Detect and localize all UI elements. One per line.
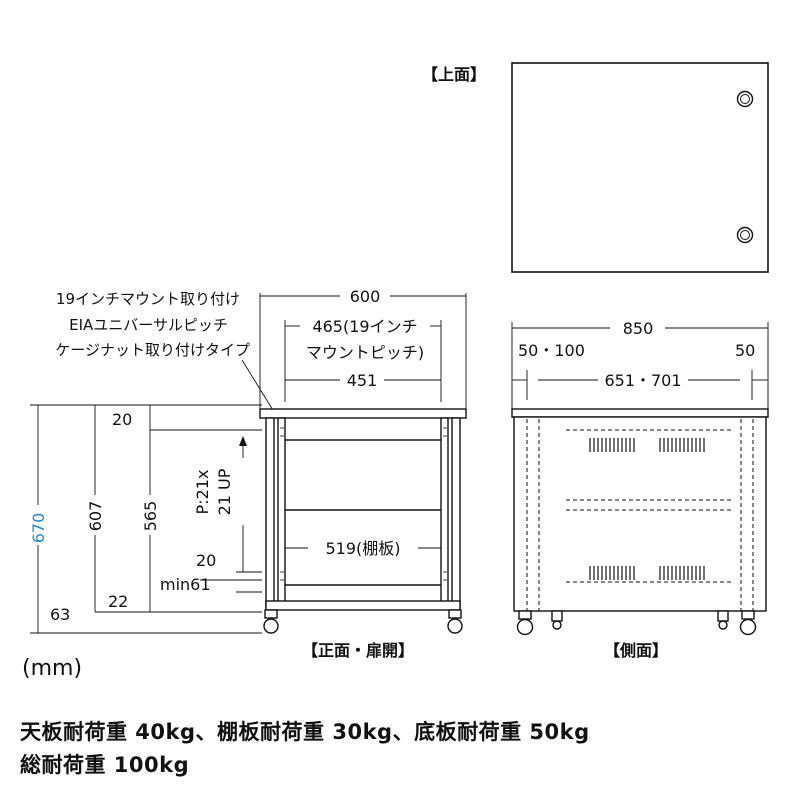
front-post-right xyxy=(451,417,461,609)
mount-pitch-label-2: マウントピッチ) xyxy=(306,343,424,362)
top-bolt-upper-inner xyxy=(740,94,750,104)
front-rail-holes xyxy=(280,427,447,581)
note-line-1: 19インチマウント取り付け xyxy=(56,290,240,308)
min-label: min61 xyxy=(160,575,211,594)
pitch-label-1: P:21x xyxy=(193,470,212,515)
side-casters xyxy=(516,610,757,636)
note-line-2: EIAユニバーサルピッチ xyxy=(69,316,228,334)
note-line-3: ケージナット取り付けタイプ xyxy=(55,341,250,359)
inner-width-label: 451 xyxy=(347,371,378,390)
bottom-gap-a-label: 22 xyxy=(108,592,128,611)
height-dimension-lines xyxy=(30,404,262,634)
pitch-label-2: 21 UP xyxy=(215,468,234,515)
pitch-arrow-head xyxy=(239,436,247,446)
front-rail-right xyxy=(440,417,449,609)
load-spec-line-1: 天板耐荷重 40kg、棚板耐荷重 30kg、底板耐荷重 50kg xyxy=(20,720,590,744)
top-view xyxy=(511,62,769,273)
caster-height-label: 63 xyxy=(50,605,70,624)
top-bolt-upper xyxy=(736,90,754,108)
front-view xyxy=(259,408,467,611)
top-bolt-lower xyxy=(736,226,754,244)
top-view-heading: 【上面】 xyxy=(422,65,486,84)
depth-label: 850 xyxy=(623,319,654,338)
front-width-label: 600 xyxy=(350,287,381,306)
front-top-board xyxy=(259,408,467,419)
rail-height-label: 565 xyxy=(141,501,160,532)
shelf-width-label: 519(棚板) xyxy=(325,539,400,558)
inner-height-label: 607 xyxy=(86,501,105,532)
top-gap-label: 20 xyxy=(112,410,132,429)
rail-span-label: 651・701 xyxy=(604,371,681,390)
unit-label: (mm) xyxy=(22,656,83,681)
offset-right-label: 50 xyxy=(735,341,755,360)
front-rail-left xyxy=(277,417,286,609)
offset-left-label: 50・100 xyxy=(518,341,585,360)
mount-pitch-label-1: 465(19インチ xyxy=(312,317,417,336)
side-view xyxy=(511,408,769,612)
top-bolt-lower-inner xyxy=(740,230,750,240)
side-view-heading: 【側面】 xyxy=(604,641,668,660)
side-vents xyxy=(589,438,705,580)
front-post-left xyxy=(265,417,275,609)
front-casters xyxy=(263,609,463,634)
side-body xyxy=(513,416,767,612)
top-panel xyxy=(511,62,769,273)
mount-note: 19インチマウント取り付け EIAユニバーサルピッチ ケージナット取り付けタイプ xyxy=(55,290,250,359)
side-top-board xyxy=(511,408,769,418)
bottom-gap-b-label: 20 xyxy=(196,551,216,570)
front-view-heading: 【正面・扉開】 xyxy=(302,641,414,660)
front-bottom-board xyxy=(265,600,461,611)
total-height-label: 670 xyxy=(29,513,48,544)
load-spec-line-2: 総耐荷重 100kg xyxy=(20,753,190,777)
